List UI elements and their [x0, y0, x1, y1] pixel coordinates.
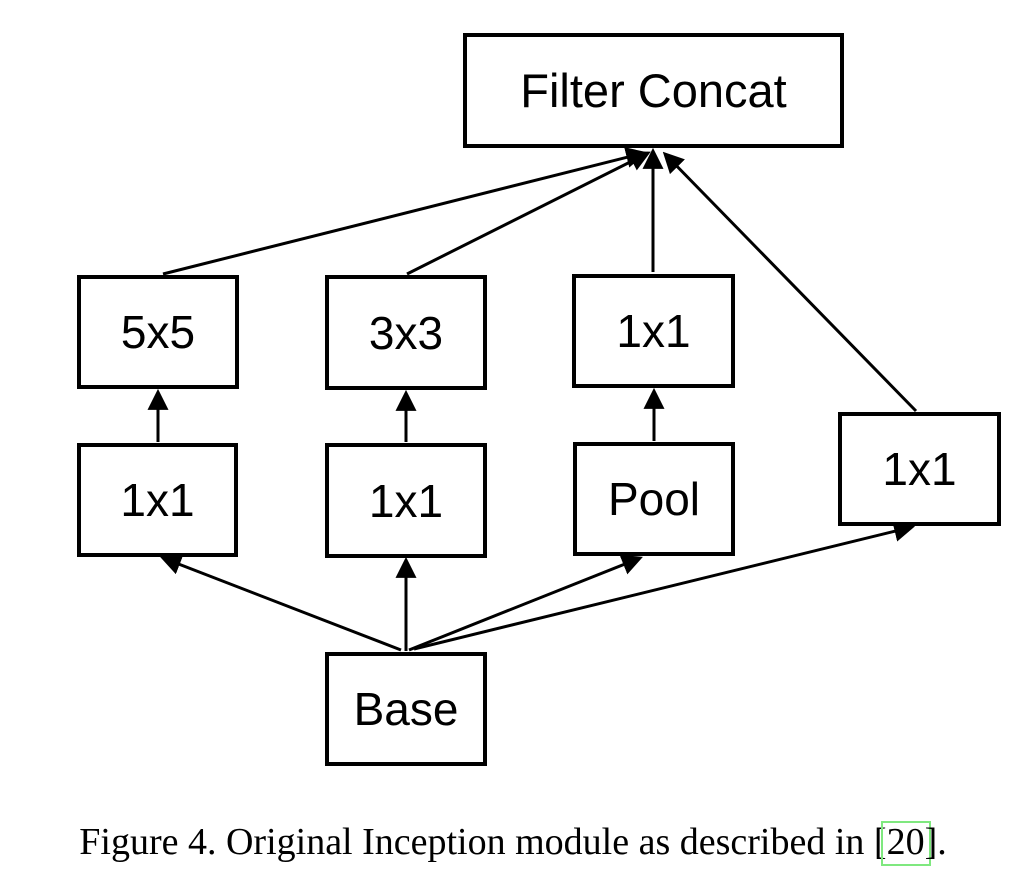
node-conv-1x1-above-pool: 1x1 — [572, 274, 735, 388]
node-label: Base — [353, 683, 459, 735]
node-pool: Pool — [573, 442, 735, 556]
caption-text-after: ]. — [924, 821, 947, 863]
node-label: 1x1 — [120, 474, 195, 526]
node-label: 5x5 — [120, 306, 196, 358]
node-conv-3x3: 3x3 — [325, 275, 487, 390]
node-conv-5x5: 5x5 — [77, 275, 239, 389]
node-label: 1x1 — [616, 305, 691, 357]
arrow-base-to-pool — [408, 554, 643, 652]
node-label: 1x1 — [882, 443, 957, 495]
node-filter-concat: Filter Concat — [463, 33, 844, 148]
node-base: Base — [325, 652, 487, 766]
node-label: Filter Concat — [520, 64, 787, 117]
figure-caption: Figure 4. Original Inception module as d… — [0, 820, 1026, 866]
arrow-base-to-conv1x1_left — [160, 554, 402, 652]
arrow-conv3x3-to-filter_concat — [406, 151, 651, 276]
node-conv-1x1-middle: 1x1 — [325, 443, 487, 558]
node-conv-1x1-left: 1x1 — [77, 443, 238, 557]
node-label: 1x1 — [368, 474, 444, 527]
node-label: 3x3 — [368, 306, 444, 359]
arrow-conv5x5-to-filter_concat — [162, 147, 648, 276]
caption-text-before: Figure 4. Original Inception module as d… — [79, 821, 887, 863]
citation-link[interactable]: 20 — [880, 821, 931, 866]
node-conv-1x1-right: 1x1 — [838, 412, 1001, 526]
node-label: Pool — [607, 473, 701, 525]
